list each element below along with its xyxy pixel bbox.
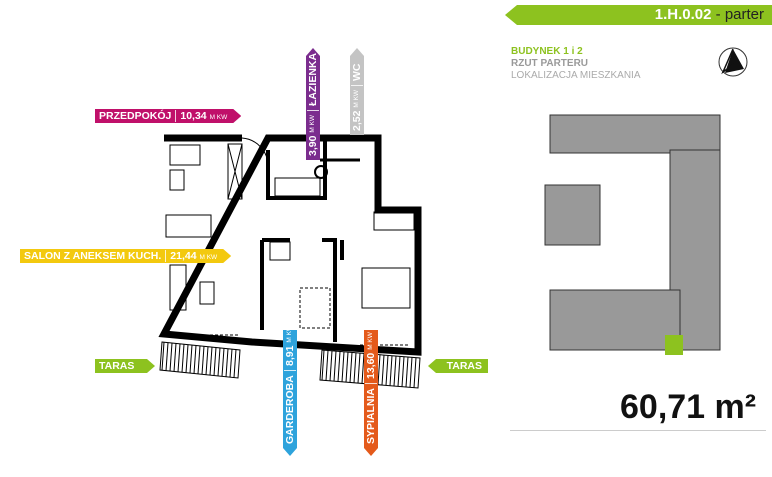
location-label: LOKALIZACJA MIESZKANIA <box>511 70 641 81</box>
terrace-label-left: TARAS <box>95 359 155 373</box>
building-label: BUDYNEK 1 i 2 <box>511 46 583 57</box>
north-compass-icon <box>718 47 748 77</box>
unit-banner: 1.H.0.02 - parter <box>505 5 772 25</box>
room-label-salon: SALON Z ANEKSEM KUCH.21,44 M KW <box>20 249 231 263</box>
unit-code: 1.H.0.02 <box>654 6 712 23</box>
total-area: 60,71 m² <box>620 388 757 426</box>
floor-plan <box>158 134 422 389</box>
plan-label: RZUT PARTERU <box>511 58 589 69</box>
divider <box>510 430 766 431</box>
unit-level: - parter <box>711 6 764 23</box>
unit-location-marker <box>665 335 683 355</box>
location-info: BUDYNEK 1 i 2 RZUT PARTERU LOKALIZACJA M… <box>511 46 640 82</box>
terrace-label-right: TARAS <box>428 359 488 373</box>
site-plan <box>544 114 721 355</box>
